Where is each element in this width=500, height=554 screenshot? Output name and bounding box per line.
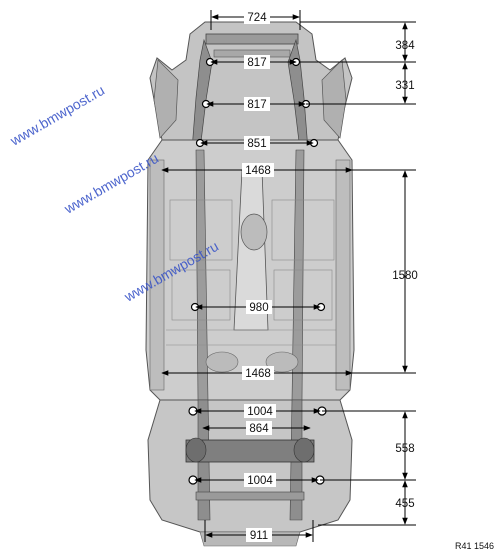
front-cross-member [205,33,299,45]
watermark-1: www.bmwpost.ru [7,82,108,149]
dim-1004-lower: 1004 [247,475,273,487]
right-rear-mount [293,437,315,463]
dim-851: 851 [247,138,266,150]
dim-1580: 1580 [392,270,418,282]
reference-code: R41 1546 [455,541,494,551]
dim-724: 724 [247,12,267,24]
dim-864: 864 [249,423,269,435]
dim-980: 980 [249,302,268,314]
left-rear-mount [185,437,207,463]
dim-1468-front: 1468 [245,165,271,177]
dim-817-upper: 817 [247,57,266,69]
dim-817-lower: 817 [247,99,266,111]
dim-455: 455 [395,498,414,510]
left-sill [149,159,165,391]
vertical-dimensions [300,21,416,526]
dim-384: 384 [395,40,415,52]
rear-pan-left [205,351,239,373]
right-strut-tower [321,59,347,139]
dim-911: 911 [250,530,268,542]
dim-1004-upper: 1004 [247,406,273,418]
dim-331: 331 [395,80,414,92]
watermark-2: www.bmwpost.ru [61,150,162,217]
left-strut-tower [153,59,179,139]
tunnel-bulge [240,213,268,251]
rear-cross-member [195,491,305,501]
right-sill [335,159,351,391]
floor-seams [166,199,336,346]
underbody-illustration [145,21,355,547]
dim-558: 558 [395,443,414,455]
dim-1468-rear: 1468 [245,368,271,380]
rear-section [147,399,353,533]
dimension-labels: 724 817 817 851 1468 980 1468 1004 864 1… [245,12,418,542]
